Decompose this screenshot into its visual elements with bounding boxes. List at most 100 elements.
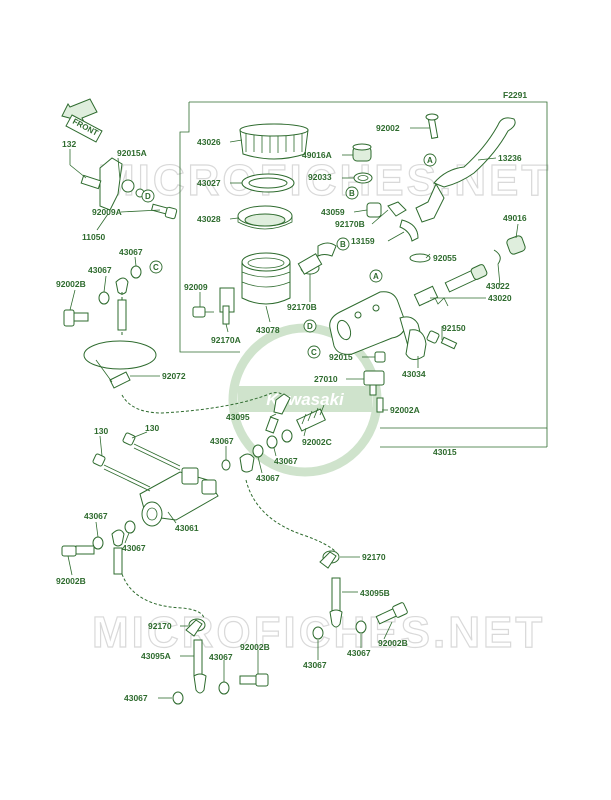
label-92170B-a: 92170B xyxy=(335,219,365,229)
label-43059: 43059 xyxy=(321,207,345,217)
label-92170B-b: 92170B xyxy=(287,302,317,312)
label-43067-k: 43067 xyxy=(124,693,148,703)
hose-clamp-92170-right xyxy=(319,550,340,569)
label-130-a: 130 xyxy=(94,426,108,436)
label-43027: 43027 xyxy=(197,178,221,188)
label-13236: 13236 xyxy=(498,153,522,163)
part-labels: 132 92015A 92009A 11050 43067 43067 9200… xyxy=(56,123,527,703)
label-92009: 92009 xyxy=(184,282,208,292)
callout-B-top: B xyxy=(345,186,359,200)
label-92002: 92002 xyxy=(376,123,400,133)
label-43067-a: 43067 xyxy=(119,247,143,257)
washer-a xyxy=(281,429,293,443)
callout-C-body: C xyxy=(307,345,321,359)
callout-D-left: D xyxy=(141,189,155,203)
hose-fittings xyxy=(366,201,419,242)
label-43020: 43020 xyxy=(488,293,512,303)
callout-A-body: A xyxy=(369,269,383,283)
washer-d xyxy=(252,444,264,458)
label-27010: 27010 xyxy=(314,374,338,384)
label-43022: 43022 xyxy=(486,281,510,291)
o-ring xyxy=(409,253,431,263)
label-43061: 43061 xyxy=(175,523,199,533)
label-43067-c: 43067 xyxy=(274,456,298,466)
callout-A-lever: A xyxy=(423,153,437,167)
reservoir-cap xyxy=(239,123,309,160)
reservoir-hose-clamp xyxy=(297,242,337,275)
label-92009A: 92009A xyxy=(92,207,122,217)
label-43067-e: 43067 xyxy=(210,436,234,446)
brake-switch xyxy=(363,370,385,413)
long-bolts-130 xyxy=(92,432,181,492)
fitting-right-junction xyxy=(239,453,255,473)
label-92055: 92055 xyxy=(433,253,457,263)
label-92072: 92072 xyxy=(162,371,186,381)
svg-text:B: B xyxy=(349,189,355,198)
label-92170A: 92170A xyxy=(211,335,241,345)
left-hose-fitting xyxy=(63,265,142,336)
label-13159: 13159 xyxy=(351,236,375,246)
banjo-fitting-43095B xyxy=(312,577,408,640)
label-43095B: 43095B xyxy=(360,588,390,598)
hose-clamp-92170-left xyxy=(185,618,206,637)
label-43095: 43095 xyxy=(226,412,250,422)
brake-lever xyxy=(415,113,516,223)
label-43028: 43028 xyxy=(197,214,221,224)
svg-text:C: C xyxy=(311,348,317,357)
callout-C-left: C xyxy=(149,260,163,274)
label-92002A: 92002A xyxy=(390,405,420,415)
washer-c xyxy=(221,459,231,471)
washer-b xyxy=(266,435,278,449)
label-43067-i: 43067 xyxy=(347,648,371,658)
reservoir-body xyxy=(219,252,291,325)
hose-clamp-loop xyxy=(83,340,157,389)
svg-text:A: A xyxy=(373,272,379,281)
svg-text:B: B xyxy=(340,240,346,249)
banjo-fitting-43095 xyxy=(265,393,291,434)
label-43067-f: 43067 xyxy=(84,511,108,521)
label-92002B-c: 92002B xyxy=(378,638,408,648)
label-43015: 43015 xyxy=(433,447,457,457)
front-arrow-icon: FRONT xyxy=(61,98,103,143)
figure-code: F2291 xyxy=(503,90,527,100)
label-92015A: 92015A xyxy=(117,148,147,158)
label-43067-d: 43067 xyxy=(256,473,280,483)
assembly-outline xyxy=(189,101,548,429)
lower-left-fitting xyxy=(61,520,136,575)
dust-boot xyxy=(352,143,373,184)
reservoir-diaphragm xyxy=(237,205,293,230)
label-43034: 43034 xyxy=(402,369,426,379)
label-92002B-d: 92002B xyxy=(240,642,270,652)
nut-92015 xyxy=(374,351,386,363)
svg-text:A: A xyxy=(427,156,433,165)
label-11050: 11050 xyxy=(82,232,105,242)
label-43067-j: 43067 xyxy=(209,652,233,662)
label-49016: 49016 xyxy=(503,213,527,223)
label-43067-h: 43067 xyxy=(303,660,327,670)
svg-text:D: D xyxy=(145,192,151,201)
reservoir-gasket xyxy=(241,173,295,193)
callout-D-body: D xyxy=(303,319,317,333)
svg-text:C: C xyxy=(153,263,159,272)
clamp-bolt xyxy=(405,329,458,360)
brake-hose-upper xyxy=(121,392,287,414)
leader-lines xyxy=(67,127,547,699)
hose-junction-43061 xyxy=(139,467,219,527)
label-49016A: 49016A xyxy=(302,150,332,160)
mirror-bracket xyxy=(80,157,178,220)
label-92002B-b: 92002B xyxy=(56,576,86,586)
label-43095A: 43095A xyxy=(141,651,171,661)
label-43067-b: 43067 xyxy=(88,265,112,275)
master-cylinder-body xyxy=(329,291,423,355)
banjo-bolt-92002C xyxy=(296,404,326,432)
label-92002C: 92002C xyxy=(302,437,332,447)
screw-92009 xyxy=(192,306,214,318)
piston-boot xyxy=(506,235,526,255)
label-43078: 43078 xyxy=(256,325,280,335)
svg-text:D: D xyxy=(307,322,313,331)
assembly-outline-left xyxy=(179,102,240,353)
label-132: 132 xyxy=(62,139,76,149)
label-92150: 92150 xyxy=(442,323,466,333)
label-92170-b: 92170 xyxy=(148,621,172,631)
